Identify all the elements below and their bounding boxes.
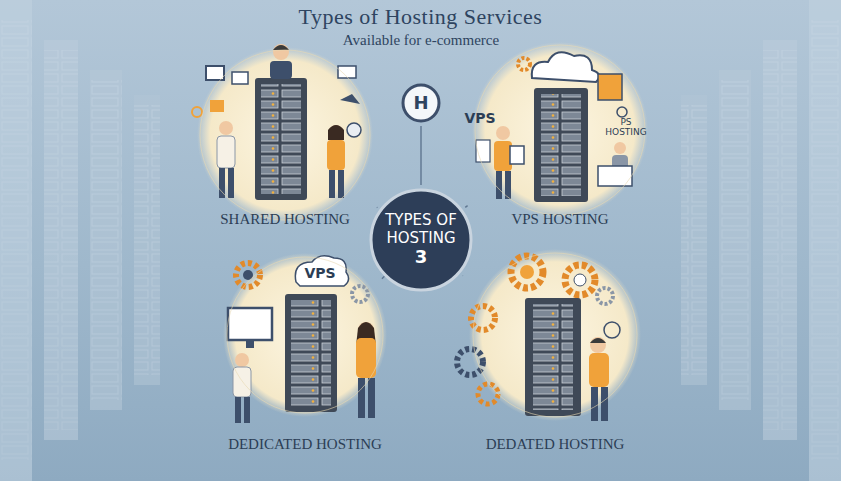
badge-text: PS HOSTING <box>600 118 652 138</box>
badge-text: VPS <box>304 266 335 281</box>
hosting-type: VPS HOSTING <box>470 45 650 230</box>
hosting-type: DEDICATED HOSTING <box>220 255 390 455</box>
circle-rim <box>470 45 650 230</box>
hub-text: 3 <box>415 247 428 268</box>
circle-rim <box>195 48 375 230</box>
circle-rim <box>465 253 645 455</box>
circle-rim <box>220 255 390 455</box>
type-label: SHARED HOSTING <box>220 211 350 230</box>
dedicated-illustration <box>228 256 376 423</box>
subtitle: Available for e-commerce <box>343 32 499 49</box>
hosting-type: DEDATED HOSTING <box>465 253 645 455</box>
connector-line <box>465 206 467 208</box>
hub-text: TYPES OF HOSTING <box>379 212 463 247</box>
badge-text: VPS <box>464 111 495 126</box>
center-hub: TYPES OF HOSTING3 <box>369 188 473 292</box>
dedated-illustration <box>457 256 620 421</box>
shared-illustration <box>192 44 361 200</box>
type-label: VPS HOSTING <box>511 211 608 230</box>
hosting-type: SHARED HOSTING <box>195 48 375 230</box>
connector-line <box>420 126 421 185</box>
hub-text: H <box>413 93 428 114</box>
type-label: DEDATED HOSTING <box>486 436 625 455</box>
connector-line <box>462 275 464 277</box>
diagram-title: Types of Hosting Services <box>0 4 841 30</box>
type-label: DEDICATED HOSTING <box>228 436 382 455</box>
connector-line <box>376 207 378 209</box>
hub-badge: H <box>401 83 441 123</box>
